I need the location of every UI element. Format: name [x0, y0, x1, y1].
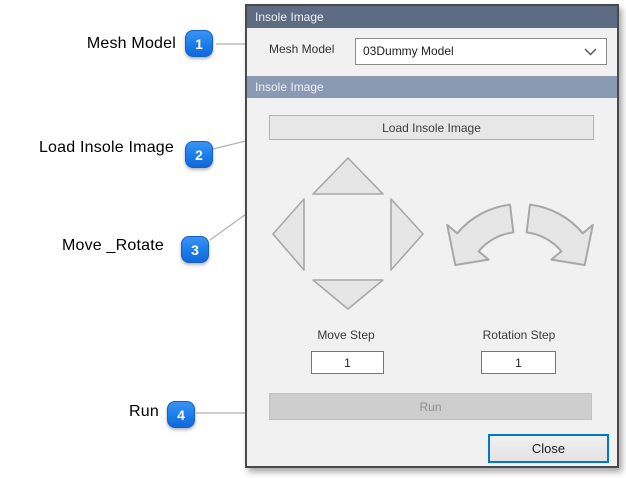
move-up-arrow[interactable] [312, 157, 384, 195]
mesh-model-selected-value: 03Dummy Model [363, 44, 454, 58]
rotate-ccw-arrow[interactable] [446, 203, 515, 266]
dialog-title-bar: Insole Image [247, 6, 617, 28]
rotate-cw-arrow[interactable] [525, 203, 594, 266]
callout-label-run: Run [129, 403, 159, 420]
move-down-arrow[interactable] [312, 279, 384, 310]
rotation-step-input[interactable] [481, 351, 556, 374]
callout-badge-3: 3 [181, 236, 209, 263]
callout-label-move-rotate: Move _Rotate [61, 237, 164, 254]
callout-label-mesh-model: Mesh Model [86, 35, 176, 52]
callout-label-load-insole-image: Load Insole Image [38, 139, 174, 156]
rotate-arrows [446, 203, 594, 266]
callout-badge-2: 2 [185, 141, 213, 168]
move-step-label: Move Step [317, 328, 375, 342]
mesh-model-dropdown[interactable]: 03Dummy Model [355, 38, 607, 65]
callout-badge-1: 1 [185, 30, 213, 57]
rotation-step-label: Rotation Step [482, 328, 556, 342]
move-step-input[interactable] [311, 351, 384, 374]
callout-badge-4: 4 [167, 401, 195, 428]
section-header-insole-image: Insole Image [247, 76, 617, 98]
move-right-arrow[interactable] [390, 198, 424, 271]
run-button[interactable]: Run [269, 393, 592, 420]
chevron-down-icon [584, 48, 597, 56]
insole-image-dialog: Insole Image Mesh Model 03Dummy Model In… [245, 4, 619, 468]
mesh-model-label: Mesh Model [269, 42, 335, 56]
move-arrows [272, 157, 424, 310]
load-insole-image-button[interactable]: Load Insole Image [269, 115, 594, 140]
close-button[interactable]: Close [488, 434, 609, 463]
move-left-arrow[interactable] [272, 198, 305, 271]
